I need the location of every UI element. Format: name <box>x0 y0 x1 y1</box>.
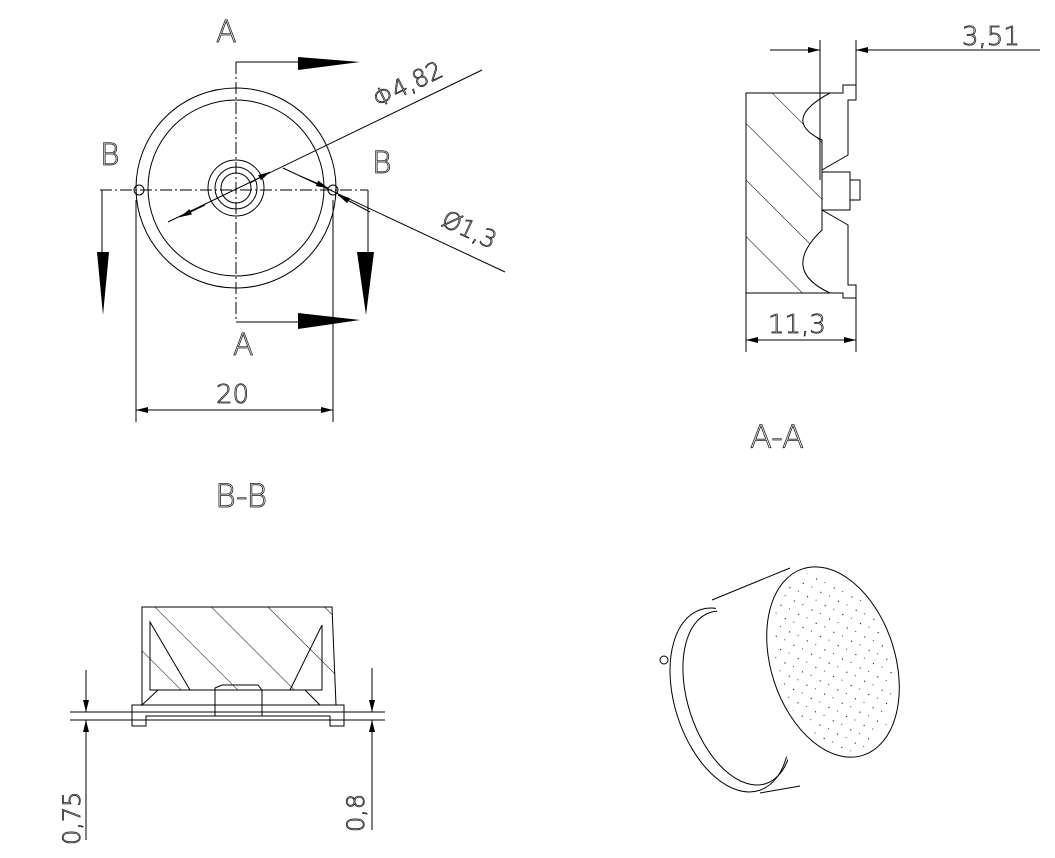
front-view: A A B B Φ4,82 Ø1,3 20 <box>97 15 506 422</box>
diameter-large-label: Φ4,82 <box>368 56 447 114</box>
section-bb-title: B-B <box>215 477 267 515</box>
section-arrow-icon <box>357 252 374 315</box>
section-bb-view: 0,75 0,8 <box>58 606 385 845</box>
isometric-view <box>659 566 900 794</box>
width-dimension: 20 <box>216 380 249 410</box>
section-arrow-icon <box>97 252 109 315</box>
length-dimension: 11,3 <box>768 310 826 340</box>
section-label-b: B <box>372 146 392 181</box>
section-arrow-icon <box>298 313 360 329</box>
right-thickness-dimension: 0,8 <box>342 794 370 832</box>
section-label-a: A <box>216 15 237 50</box>
left-thickness-dimension: 0,75 <box>58 792 86 845</box>
section-label-b: B <box>100 138 120 173</box>
section-aa-view: 3,51 11,3 A-A <box>745 22 1040 456</box>
section-arrow-icon <box>298 57 360 70</box>
diameter-small-label: Ø1,3 <box>437 205 501 254</box>
section-aa-title: A-A <box>750 418 804 456</box>
inner-circle <box>147 99 325 277</box>
section-label-a: A <box>233 328 254 363</box>
depth-dimension: 3,51 <box>962 22 1020 52</box>
